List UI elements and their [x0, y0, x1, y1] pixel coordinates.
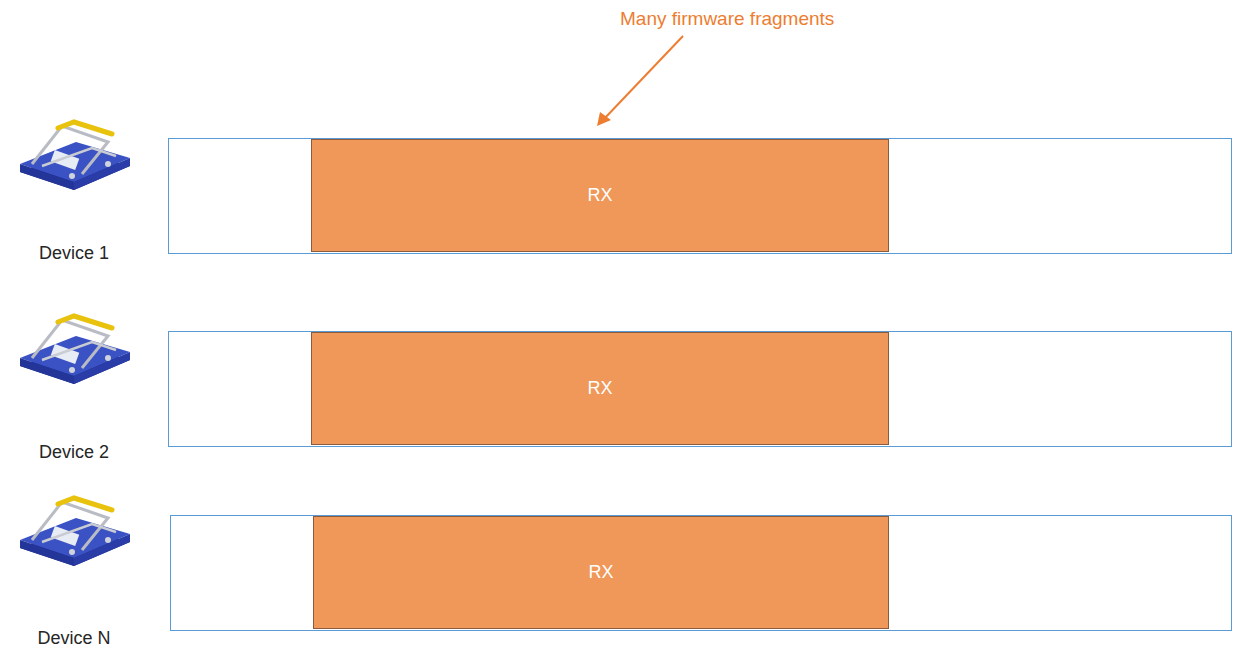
rx-window: RX [313, 516, 889, 629]
mousetrap-icon [20, 498, 130, 566]
rx-label: RX [588, 562, 613, 583]
leader-arrowhead [597, 112, 611, 126]
device-label: Device 1 [39, 243, 109, 263]
device-label: Device 2 [39, 442, 109, 462]
device-label-wrap: Device 1 [9, 243, 139, 264]
device-band: Device 2RX [168, 331, 1232, 447]
device-label-wrap: Device N [9, 628, 139, 649]
mousetrap-icon [20, 122, 130, 190]
rx-label: RX [587, 185, 612, 206]
rx-window: RX [311, 332, 889, 445]
rx-window: RX [311, 139, 889, 252]
leader-line [604, 36, 683, 119]
device-band: Device 1RX [168, 138, 1232, 254]
device-label-wrap: Device 2 [9, 442, 139, 463]
device-label: Device N [37, 628, 110, 648]
mousetrap-icon [20, 316, 130, 384]
device-band: Device NRX [170, 515, 1232, 631]
rx-label: RX [587, 378, 612, 399]
callout-note: Many firmware fragments [620, 8, 834, 30]
